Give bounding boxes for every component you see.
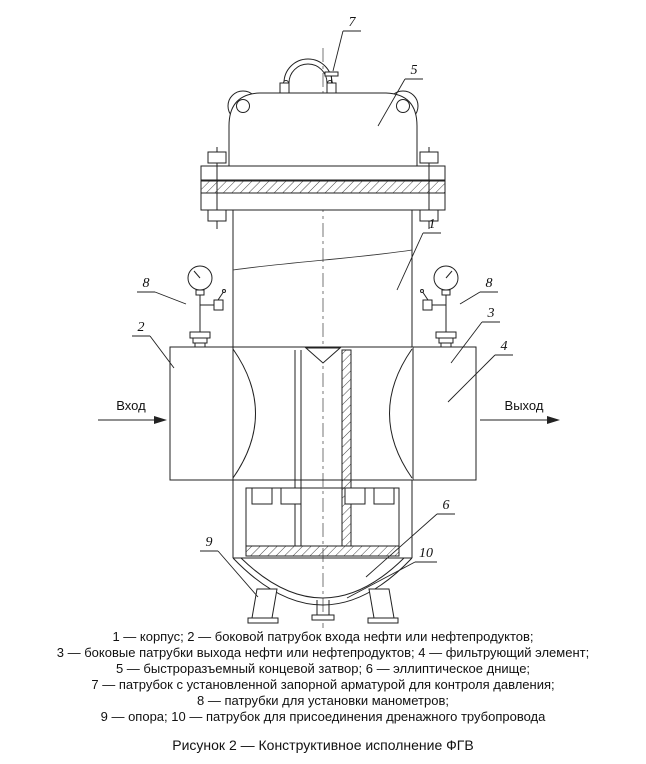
svg-text:4: 4 (501, 339, 508, 354)
shell-opening-arcs (232, 346, 413, 481)
callout-8-left: 8 (137, 276, 187, 305)
pressure-gauge-left (187, 265, 226, 347)
outlet-arrow-head (547, 416, 560, 424)
legend: 1 — корпус; 2 — боковой патрубок входа н… (57, 629, 589, 724)
inlet-arrow-head (154, 416, 167, 424)
callout-1: 1 (396, 217, 441, 291)
legend-line-4: 7 — патрубок с установленной запорной ар… (91, 677, 554, 692)
svg-text:1: 1 (429, 217, 436, 232)
elliptical-bottom (232, 557, 413, 606)
svg-text:8: 8 (486, 276, 493, 291)
svg-text:8: 8 (143, 276, 150, 291)
svg-text:5: 5 (411, 63, 418, 78)
inlet-nozzle-box (169, 346, 234, 481)
svg-text:10: 10 (419, 546, 433, 561)
legend-line-1: 1 — корпус; 2 — боковой патрубок входа н… (112, 629, 533, 644)
vessel-shell (232, 210, 413, 558)
legend-line-3: 5 — быстроразъемный концевой затвор; 6 —… (116, 661, 530, 676)
callout-7: 7 (332, 15, 361, 72)
outlet-nozzle-box (412, 346, 477, 481)
svg-text:6: 6 (443, 498, 450, 513)
callout-8-right: 8 (459, 276, 498, 305)
callout-10: 10 (346, 546, 437, 599)
callouts: 7 5 1 8 8 2 3 (132, 15, 513, 599)
inlet-flow: Вход (98, 398, 167, 424)
callout-3: 3 (450, 306, 500, 364)
callout-4: 4 (447, 339, 513, 403)
svg-text:3: 3 (487, 306, 495, 321)
outlet-flow: Выход (480, 398, 560, 424)
support-legs (247, 588, 399, 624)
callout-5: 5 (377, 63, 423, 127)
svg-text:2: 2 (138, 320, 145, 335)
callout-6: 6 (365, 498, 455, 578)
svg-text:9: 9 (206, 535, 213, 550)
callout-2: 2 (132, 320, 175, 369)
inlet-label: Вход (116, 398, 146, 413)
internal-basket (245, 487, 400, 557)
drain-nozzle (311, 600, 335, 621)
svg-text:7: 7 (349, 15, 357, 30)
callout-9: 9 (200, 535, 259, 598)
outlet-label: Выход (505, 398, 544, 413)
legend-line-2: 3 — боковые патрубки выхода нефти или не… (57, 645, 589, 660)
legend-line-6: 9 — опора; 10 — патрубок для присоединен… (101, 709, 546, 724)
svg-text:Рисунок 2 — Конструктивное исп: Рисунок 2 — Конструктивное исполнение ФГ… (172, 737, 473, 753)
quick-release-closure-cover (228, 92, 418, 167)
flange-clamp (200, 147, 446, 229)
top-valve-fitting (324, 71, 339, 83)
legend-line-5: 8 — патрубки для установки манометров; (197, 693, 449, 708)
pressure-gauge-right (420, 265, 459, 347)
figure-caption: Рисунок 2 — Конструктивное исполнение ФГ… (172, 737, 473, 753)
